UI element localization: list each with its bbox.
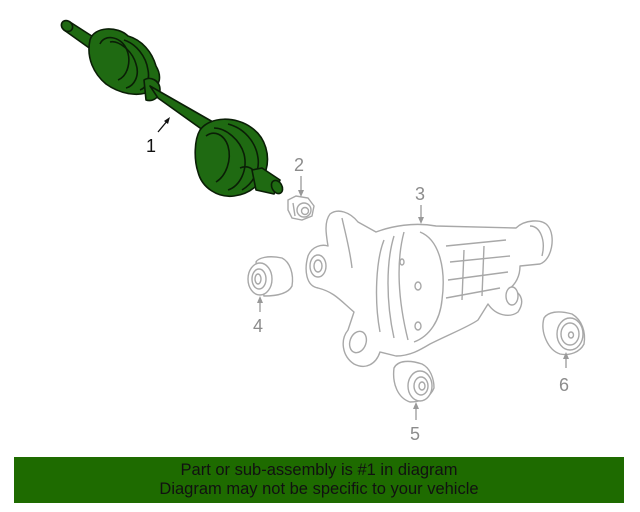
callout-1[interactable]: 1 xyxy=(146,117,170,156)
callout-3[interactable]: 3 xyxy=(415,184,425,224)
callout-label-2: 2 xyxy=(294,155,304,175)
arrow-icon xyxy=(413,402,419,409)
callout-label-6: 6 xyxy=(559,375,569,395)
part-2-nut[interactable] xyxy=(287,195,315,221)
diagram-notice-banner: Part or sub-assembly is #1 in diagram Di… xyxy=(14,457,624,503)
callout-2[interactable]: 2 xyxy=(294,155,304,197)
callout-4[interactable]: 4 xyxy=(253,296,263,336)
callout-label-1: 1 xyxy=(146,136,156,156)
callout-label-3: 3 xyxy=(415,184,425,204)
arrow-icon xyxy=(257,296,263,303)
part-1-axle-shaft[interactable] xyxy=(59,18,285,197)
callout-5[interactable]: 5 xyxy=(410,402,420,444)
parts-diagram: 1 2 3 xyxy=(59,18,586,444)
part-3-differential[interactable] xyxy=(305,210,553,368)
banner-line-part-number: Part or sub-assembly is #1 in diagram xyxy=(180,461,458,479)
banner-line-disclaimer: Diagram may not be specific to your vehi… xyxy=(159,480,479,498)
arrow-icon xyxy=(563,352,569,359)
arrow-icon xyxy=(418,217,424,224)
callout-6[interactable]: 6 xyxy=(559,352,569,395)
arrow-icon xyxy=(298,190,304,197)
callout-label-5: 5 xyxy=(410,424,420,444)
part-6-bushing[interactable] xyxy=(542,311,586,356)
callout-label-4: 4 xyxy=(253,316,263,336)
arrow-icon xyxy=(164,117,170,124)
part-5-bushing[interactable] xyxy=(392,360,435,403)
part-4-bushing[interactable] xyxy=(247,256,294,297)
